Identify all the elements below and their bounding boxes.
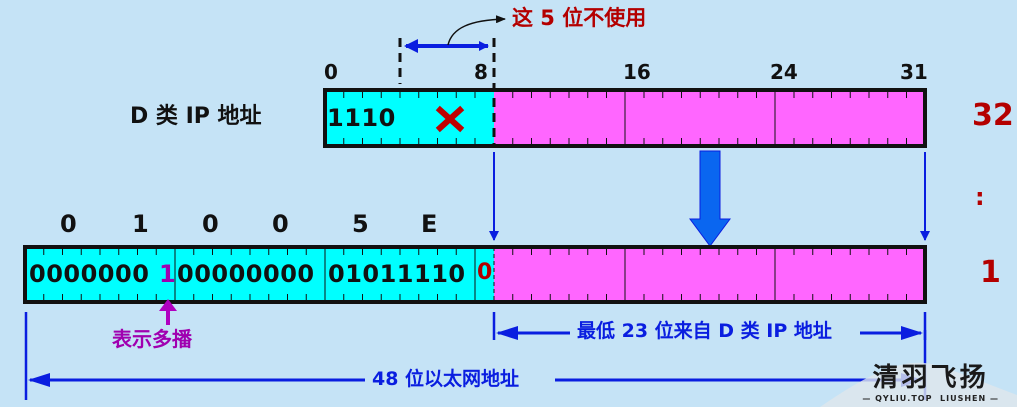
- total-32-label: 32: [972, 98, 1014, 133]
- ratio-colon: :: [975, 183, 985, 211]
- ratio-1-label: 1: [980, 255, 1001, 290]
- bit-marker-24: 24: [770, 60, 798, 84]
- bit-marker-8: 8: [474, 60, 488, 84]
- x-mark-icon: [435, 105, 465, 133]
- ethernet48-label: 48 位以太网地址: [372, 368, 520, 390]
- multicast-arrow: [159, 299, 177, 325]
- class-d-ip-label: D 类 IP 地址: [130, 104, 262, 129]
- hex-digit: 0: [272, 210, 289, 238]
- ip-address-bar: [323, 38, 927, 148]
- hex-digit: 0: [202, 210, 219, 238]
- hex-digit: 1: [132, 210, 149, 238]
- mac-byte3-bits: 01011110: [328, 260, 466, 288]
- unused-bits-arrow: [404, 15, 506, 53]
- unused-bits-note: 这 5 位不使用: [512, 6, 647, 30]
- big-down-arrow: [689, 150, 731, 247]
- watermark-site: QYLIU.TOP: [875, 394, 933, 403]
- bit-marker-16: 16: [623, 60, 651, 84]
- mac-byte2-bits: 00000000: [177, 260, 315, 288]
- watermark: 清羽飞扬 — QYLIU.TOP LIUSHEN —: [862, 357, 999, 403]
- mac-address-bar: [23, 245, 927, 304]
- watermark-author: LIUSHEN: [940, 394, 987, 403]
- bit25-zero: 0: [477, 260, 493, 285]
- hex-digit: E: [421, 210, 438, 238]
- class-d-prefix-bits: 1110: [327, 104, 396, 132]
- hex-digit: 0: [60, 210, 77, 238]
- hex-digit: 5: [352, 210, 369, 238]
- bit-marker-0: 0: [324, 60, 338, 84]
- watermark-title: 清羽飞扬: [872, 363, 989, 393]
- bit-marker-31: 31: [900, 60, 928, 84]
- low23-label: 最低 23 位来自 D 类 IP 地址: [577, 320, 832, 342]
- mac-byte1-bits: 0000000: [29, 260, 150, 288]
- multicast-label: 表示多播: [112, 327, 192, 351]
- multicast-bit: 1: [159, 260, 177, 288]
